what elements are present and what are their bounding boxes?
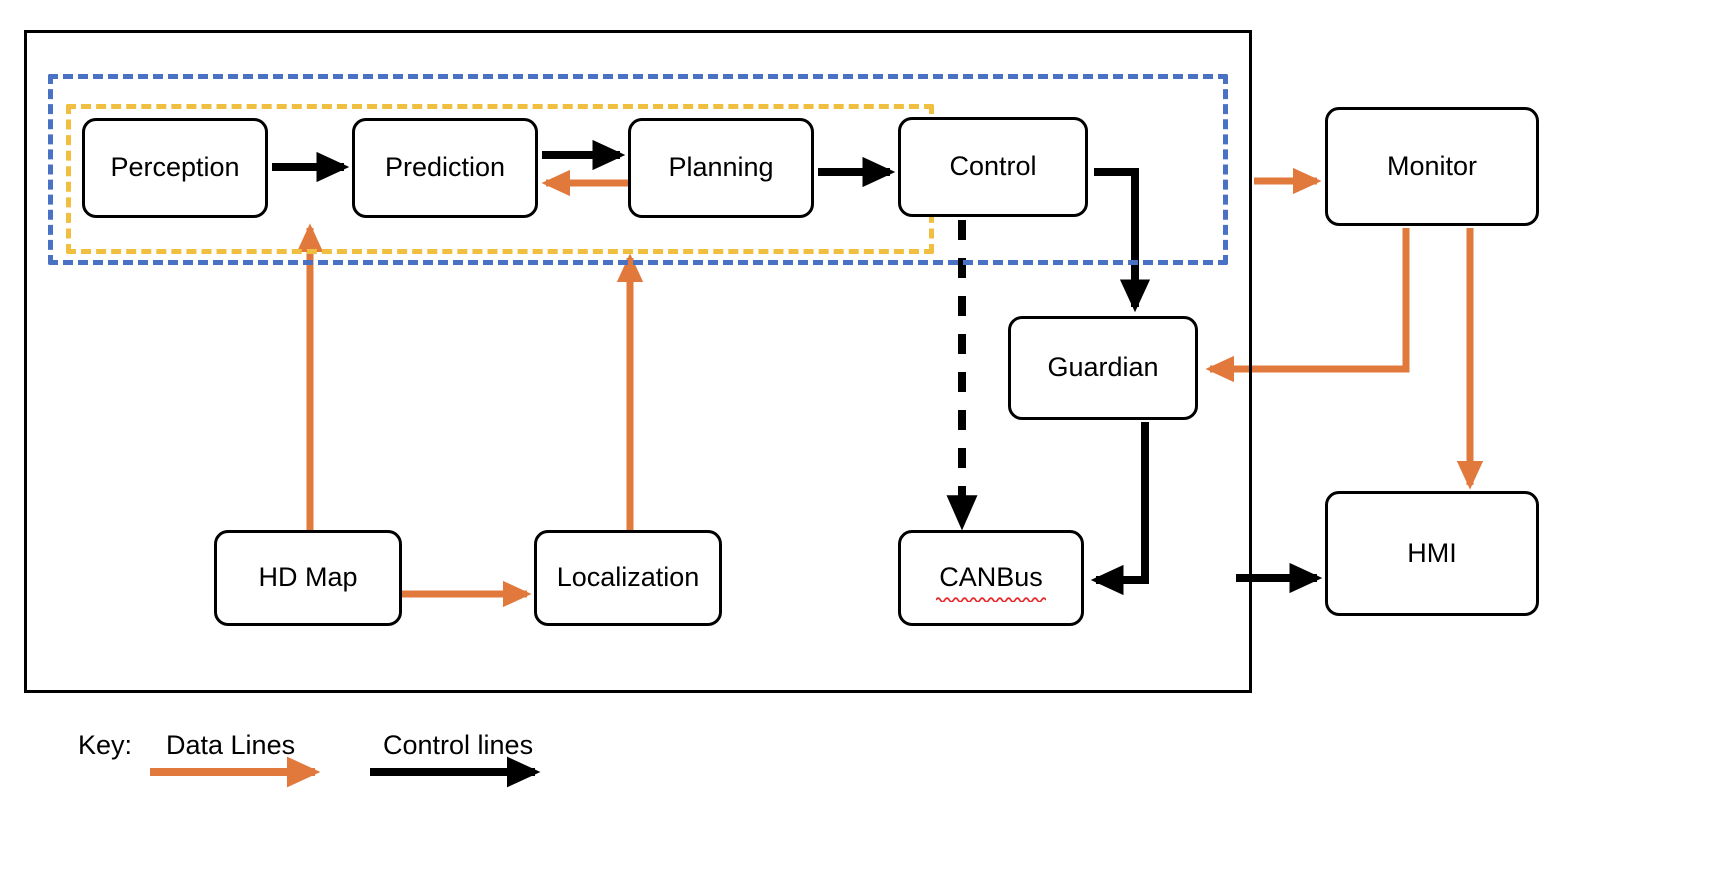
node-localization[interactable]: Localization [534,530,722,626]
node-label-canbus: CANBus [936,562,1046,602]
key-legend: Key: Data Lines Control lines [0,720,700,830]
edge-monitor-to-guardian [1205,228,1410,383]
key-item-label-data-lines: Data Lines [166,730,296,760]
node-planning[interactable]: Planning [628,118,814,218]
node-monitor[interactable]: Monitor [1325,107,1539,226]
node-label-prediction: Prediction [384,152,506,183]
node-hdmap[interactable]: HD Map [214,530,402,626]
node-label-monitor: Monitor [1386,150,1478,181]
node-label-hmi: HMI [1407,537,1457,568]
node-label-planning: Planning [668,152,774,183]
edge-guardian-to-canbus [1090,422,1149,596]
node-prediction[interactable]: Prediction [352,118,538,218]
key-item-label-control-lines: Control lines [383,730,534,760]
vehicle-boundary-frame [24,30,1252,693]
node-label-control: Control [949,151,1037,182]
node-perception[interactable]: Perception [82,118,268,218]
key-label: Key: [78,730,133,760]
node-label-guardian: Guardian [1047,352,1159,383]
node-label-hdmap: HD Map [258,562,358,593]
node-control[interactable]: Control [898,117,1088,217]
node-hmi[interactable]: HMI [1325,491,1539,616]
node-guardian[interactable]: Guardian [1008,316,1198,420]
node-label-localization: Localization [556,562,700,593]
spellcheck-underline-icon [936,597,1046,602]
node-label-perception: Perception [110,152,240,183]
node-canbus[interactable]: CANBus [898,530,1084,626]
